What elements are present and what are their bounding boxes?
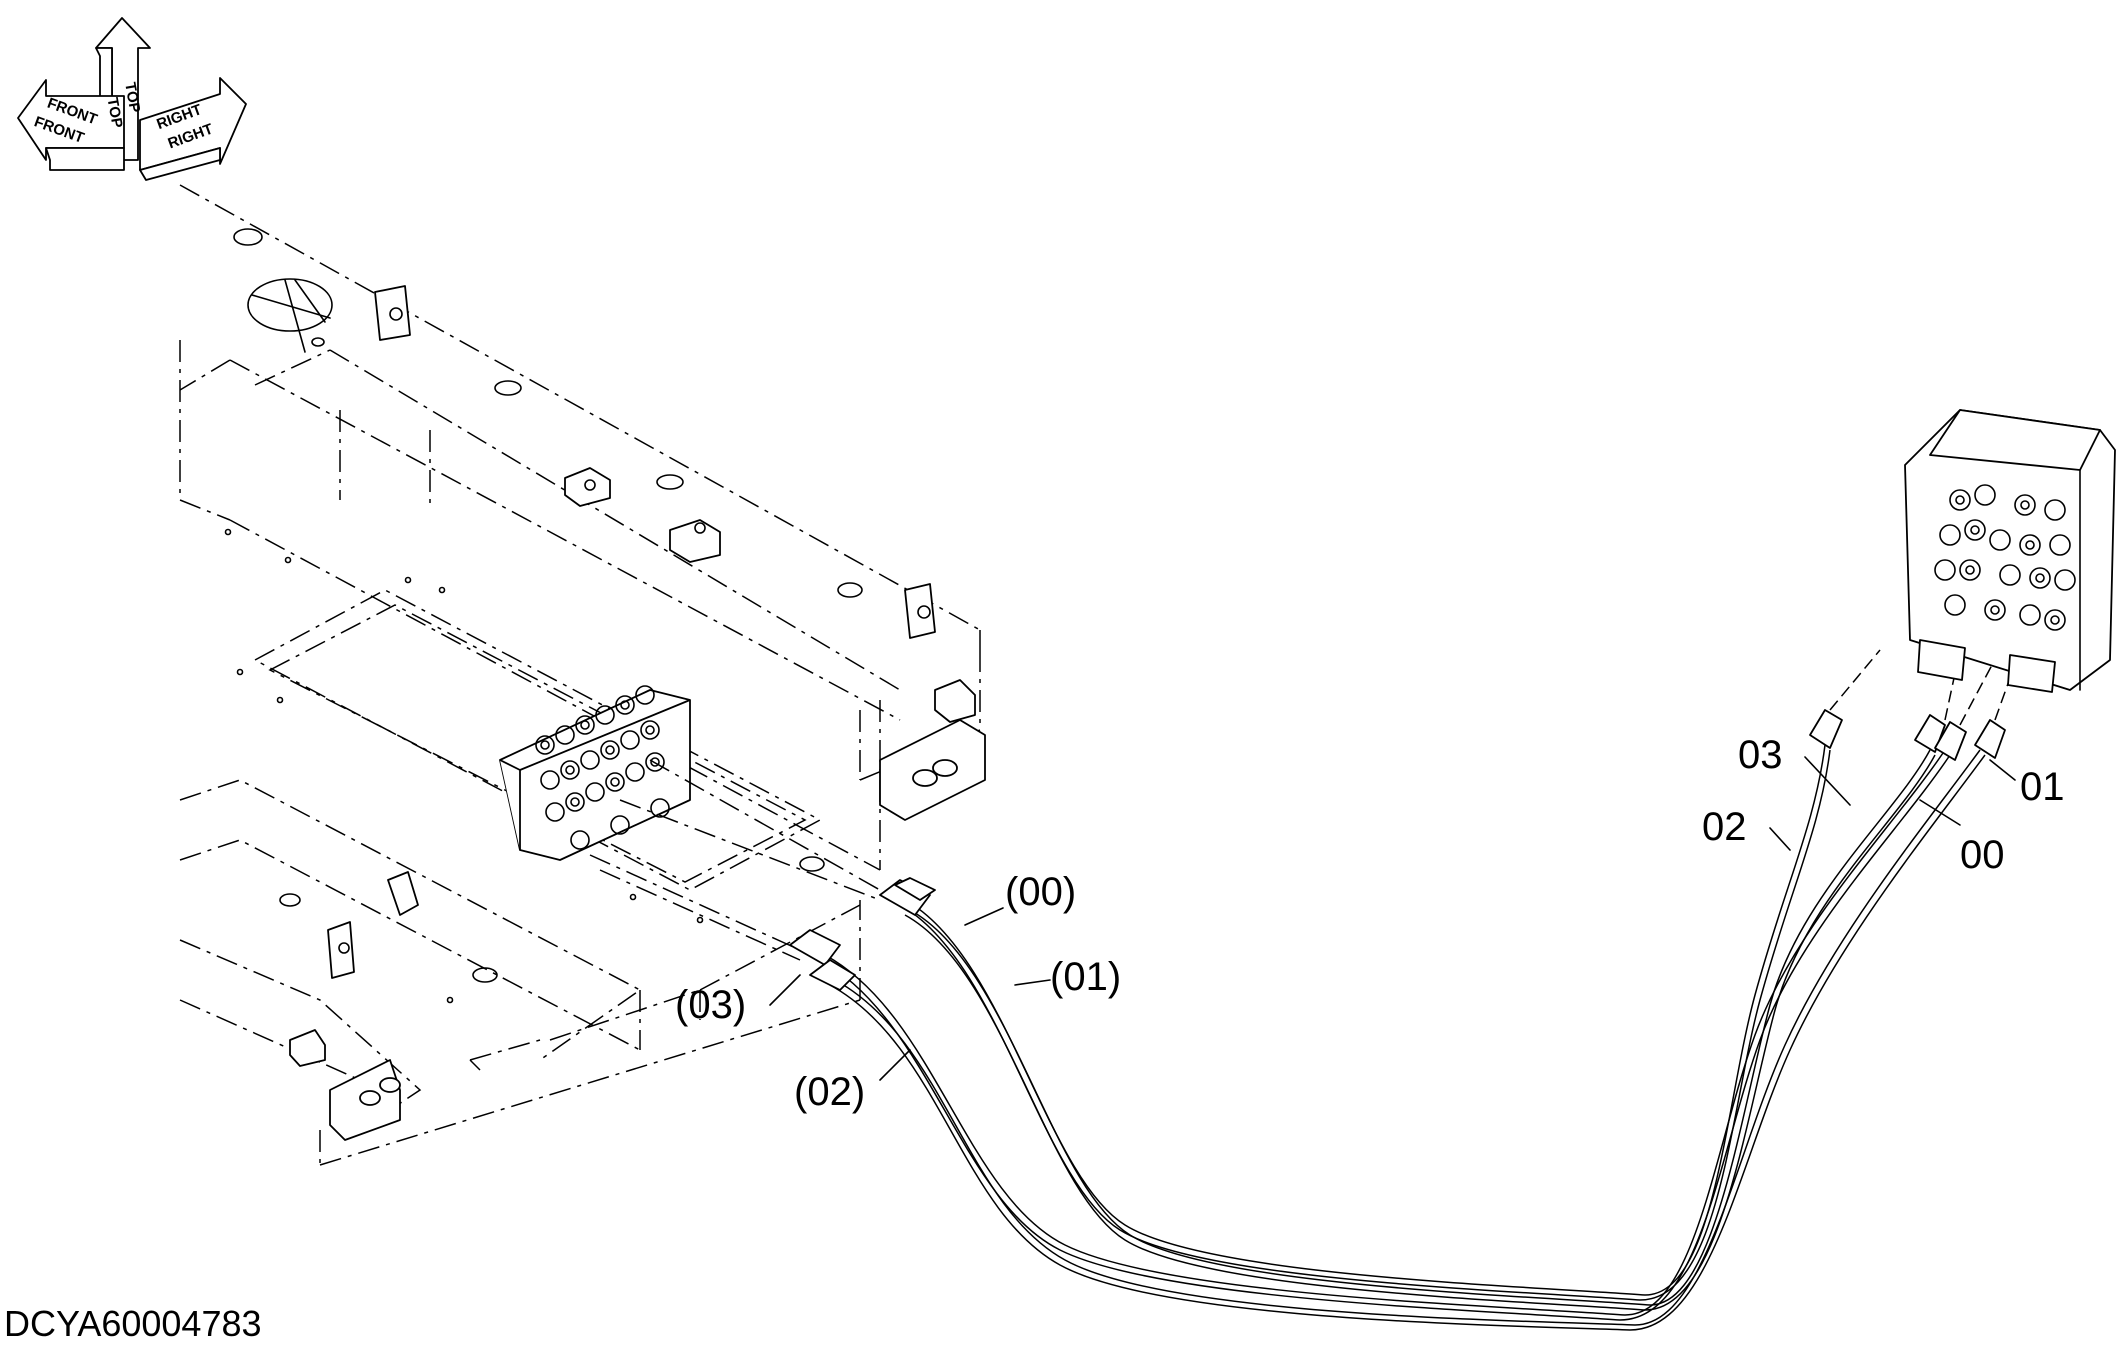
orientation-arrows-icon: FRONT FRONT TOP TOP RIGHT RIGHT — [17, 17, 247, 181]
callout-03-upper: 03 — [1738, 733, 1783, 777]
callout-01-upper: 01 — [2020, 765, 2065, 809]
callout-labels: (00) (01) (02) (03) 00 01 02 03 — [675, 733, 2065, 1114]
drawing-code: DCYA60004783 — [4, 1303, 262, 1344]
top-label: TOP — [104, 96, 126, 129]
hose-bundle — [789, 649, 2021, 1331]
machine-frame — [179, 184, 986, 1166]
top-label: TOP — [121, 81, 143, 114]
callout-03-lower: (03) — [675, 983, 746, 1027]
callout-00-lower: (00) — [1005, 870, 1076, 914]
callout-02-lower: (02) — [794, 1070, 865, 1114]
callout-leaders — [769, 756, 2016, 1081]
callout-01-lower: (01) — [1050, 955, 1121, 999]
callout-00-upper: 00 — [1960, 833, 2005, 877]
pilot-valve-block — [1904, 409, 2116, 693]
manifold-block — [499, 685, 881, 961]
callout-02-upper: 02 — [1702, 805, 1747, 849]
